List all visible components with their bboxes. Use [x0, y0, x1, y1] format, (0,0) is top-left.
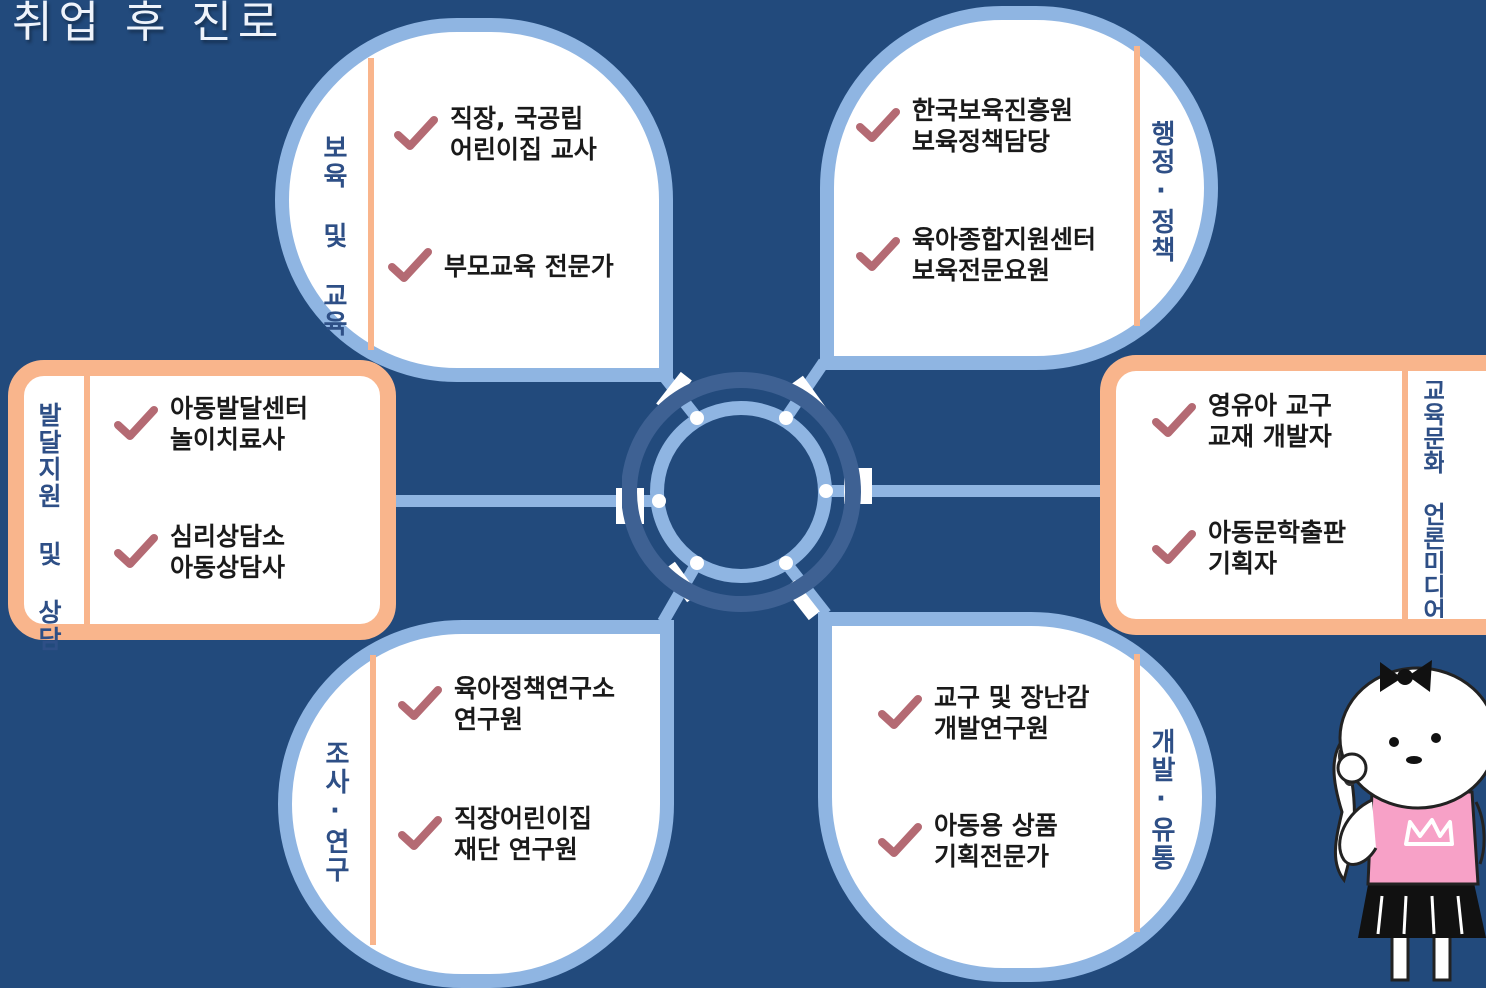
- divider: [84, 376, 90, 624]
- list-item: 한국보육진흥원 보육정책담당: [856, 95, 1073, 157]
- check-icon: [388, 248, 432, 282]
- list-item: 직장어린이집 재단 연구원: [398, 803, 592, 865]
- check-icon: [856, 108, 900, 142]
- career-item: 심리상담소 아동상담사: [170, 522, 286, 582]
- check-icon: [114, 534, 158, 568]
- career-item: 부모교육 전문가: [444, 251, 614, 281]
- career-item: 아동용 상품 기획전문가: [934, 811, 1058, 871]
- check-icon: [398, 816, 442, 850]
- list-item: 영유아 교구 교재 개발자: [1152, 390, 1332, 452]
- career-item: 직장어린이집 재단 연구원: [454, 804, 593, 864]
- check-icon: [878, 823, 922, 857]
- check-icon: [856, 237, 900, 271]
- branch-label-dev-distribution: 개발·유통: [1146, 728, 1176, 872]
- branch-label-culture-media: 교육문화 언론미디어: [1420, 378, 1444, 618]
- divider: [368, 58, 374, 350]
- page-title: 취업 후 진로: [12, 0, 285, 48]
- branch-culture-media: [1100, 355, 1486, 635]
- list-item: 직장, 국공립 어린이집 교사: [394, 103, 597, 165]
- branch-label-development-counseling: 발달지원 및 상담: [34, 402, 63, 653]
- divider: [1402, 371, 1408, 621]
- career-item: 육아종합지원센터 보육전문요원: [912, 225, 1097, 285]
- central-hub: [622, 372, 861, 612]
- check-icon: [1152, 403, 1196, 437]
- list-item: 육아종합지원센터 보육전문요원: [856, 224, 1096, 286]
- branch-label-admin-policy: 행정·정책: [1146, 120, 1176, 264]
- list-item: 육아정책연구소 연구원: [398, 673, 615, 735]
- check-icon: [394, 116, 438, 150]
- branch-development-counseling: [8, 360, 396, 640]
- career-item: 교구 및 장난감 개발연구원: [934, 683, 1090, 743]
- check-icon: [878, 695, 922, 729]
- list-item: 교구 및 장난감 개발연구원: [878, 682, 1089, 744]
- divider: [1134, 654, 1140, 932]
- career-item: 아동발달센터 놀이치료사: [170, 394, 309, 454]
- check-icon: [1152, 530, 1196, 564]
- divider: [370, 655, 376, 945]
- list-item: 부모교육 전문가: [388, 247, 614, 285]
- career-item: 육아정책연구소 연구원: [454, 674, 616, 734]
- list-item: 아동발달센터 놀이치료사: [114, 393, 308, 455]
- list-item: 심리상담소 아동상담사: [114, 521, 285, 583]
- divider: [1134, 46, 1140, 326]
- career-item: 직장, 국공립 어린이집 교사: [450, 104, 597, 164]
- branch-label-care-education: 보육 및 교육: [318, 134, 348, 338]
- check-icon: [398, 686, 442, 720]
- list-item: 아동문학출판 기획자: [1152, 517, 1346, 579]
- branch-research: [278, 620, 674, 988]
- list-item: 아동용 상품 기획전문가: [878, 810, 1058, 872]
- check-icon: [114, 406, 158, 440]
- career-item: 한국보육진흥원 보육정책담당: [912, 96, 1074, 156]
- branch-label-research: 조사·연구: [320, 740, 350, 884]
- girl-character-illustration: [1332, 660, 1486, 982]
- career-item: 영유아 교구 교재 개발자: [1208, 391, 1332, 451]
- career-item: 아동문학출판 기획자: [1208, 518, 1347, 578]
